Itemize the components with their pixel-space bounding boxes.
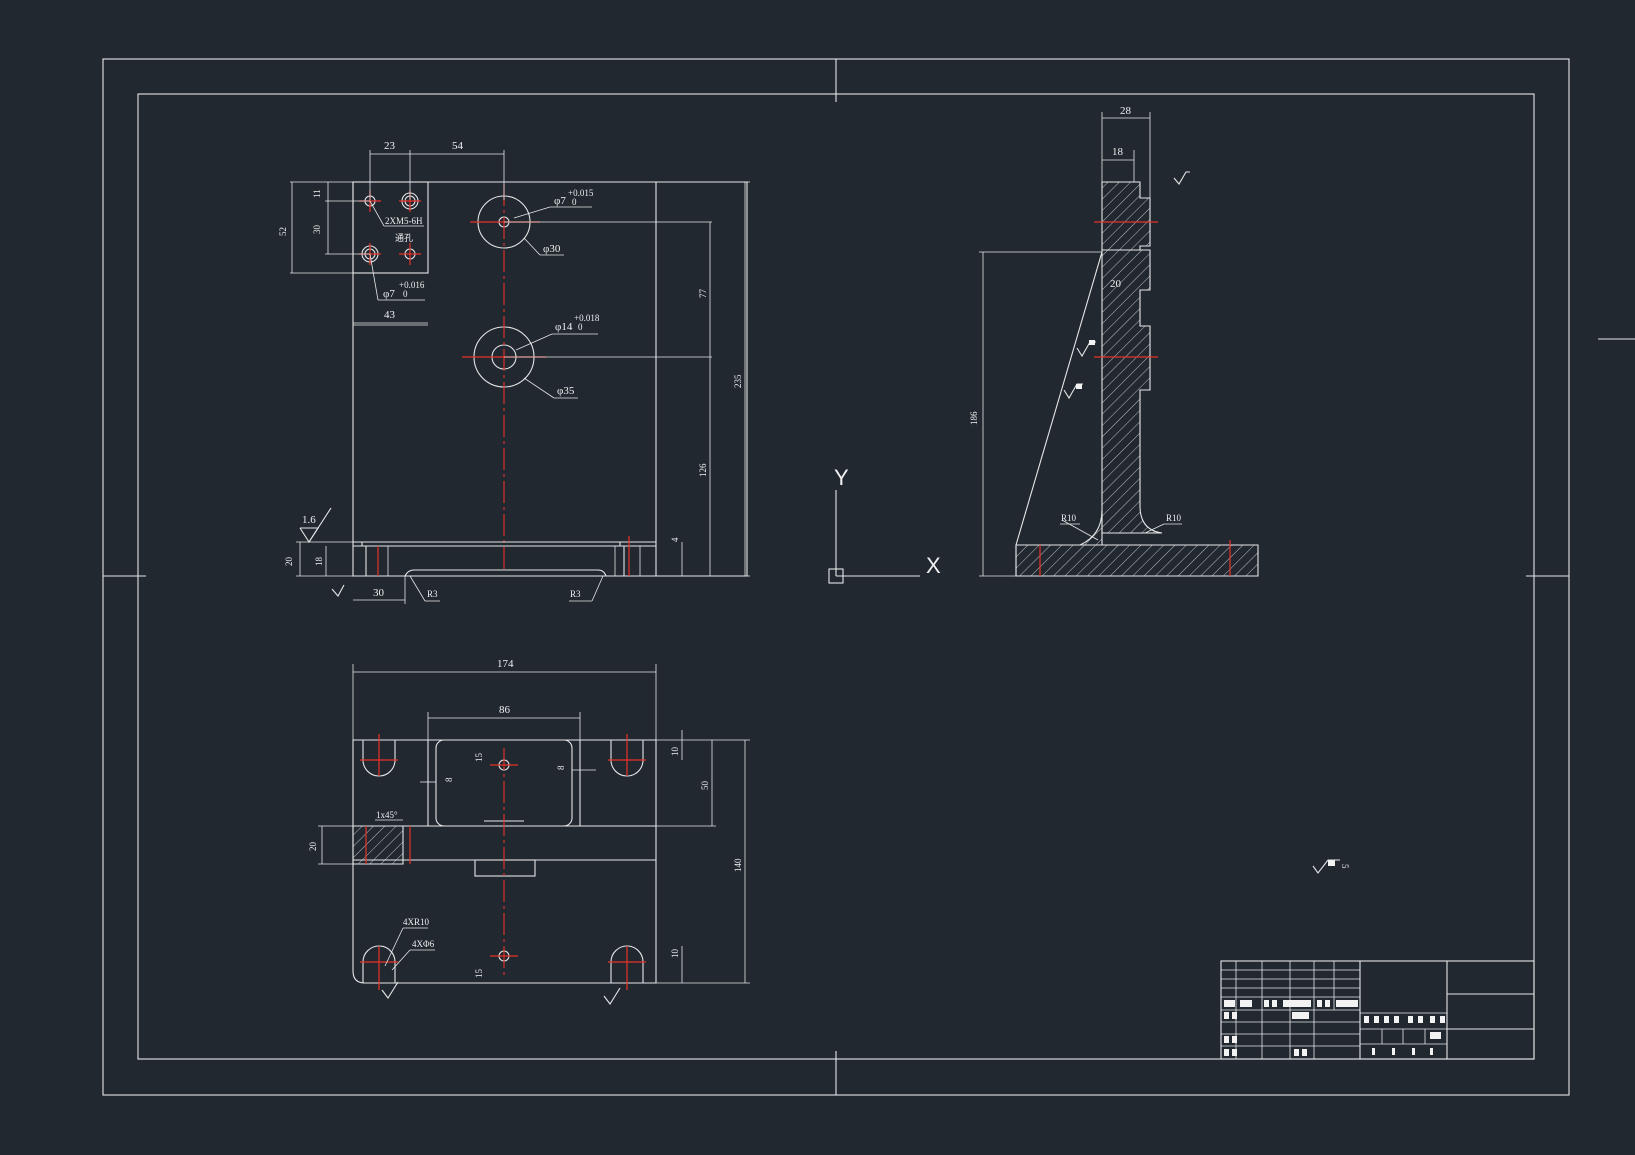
hole-large-tol: +0.018 [574,313,600,323]
title-block[interactable] [1220,960,1535,1060]
top-dim-15-upper: 15 [474,753,484,763]
top-dim-10-upper: 10 [670,747,680,757]
radius-b-label: R3 [570,589,581,599]
hole-note: 4XΦ6 [412,939,435,949]
top-dim-8-right: 8 [556,765,566,770]
drawing-frame [102,58,1635,1096]
top-dim-8-left: 8 [444,777,454,782]
top-dim-20: 20 [308,842,318,852]
top-view[interactable]: 174 86 15 8 8 10 50 20 140 10 15 1x45° 4… [308,658,750,1005]
radius-a-label: R3 [427,589,438,599]
dim-20: 20 [284,557,294,567]
roughness-1-6: 1.6 [302,514,316,526]
general-roughness-symbol: 5 [1312,859,1350,874]
top-dim-50: 50 [700,781,710,791]
top-dim-86: 86 [499,704,511,716]
top-dim-15-lower: 15 [474,969,484,979]
circle-35-label: φ35 [557,385,575,397]
dim-52: 52 [278,227,288,236]
hole-small2-label: φ7 [383,288,395,300]
dim-54: 54 [452,140,464,152]
top-dim-140: 140 [733,858,743,872]
front-view[interactable]: 23 54 11 30 52 43 2XM5-6H 通孔 φ7 +0.016 0… [278,140,750,604]
hole-small-tol: +0.015 [568,188,594,198]
dim-11: 11 [312,189,322,198]
hole-small2-tol: +0.016 [399,280,425,290]
general-roughness-value: 5 [1340,864,1350,869]
side-dim-186: 186 [969,411,979,425]
dim-4: 4 [670,537,680,542]
ucs-x-label: X [926,553,941,578]
top-dim-174: 174 [497,658,514,670]
hole-large-label: φ14 [555,321,573,333]
hole-large-tol-low: 0 [578,322,583,332]
dim-30-bottom: 30 [373,587,385,599]
dim-30: 30 [312,225,322,235]
through-note: 通孔 [395,233,413,243]
side-view[interactable]: 28 18 20 186 R10 R10 [969,105,1259,577]
top-dim-10-lower: 10 [670,949,680,959]
side-dim-18: 18 [1112,146,1124,158]
dim-43: 43 [384,309,396,321]
dim-23: 23 [384,140,396,152]
dim-18: 18 [314,557,324,567]
radius-note: 4XR10 [403,917,430,927]
dim-126: 126 [698,463,708,477]
chamfer-label: 1x45° [376,810,398,820]
ucs-y-label: Y [834,465,849,490]
ucs-icon: Y X [828,465,941,584]
side-dim-20: 20 [1110,278,1122,290]
hole-small2-tol-low: 0 [403,289,408,299]
dim-77: 77 [698,289,708,299]
side-dim-28: 28 [1120,105,1132,117]
circle-30-label: φ30 [543,243,561,255]
hole-small-tol-low: 0 [572,197,577,207]
radius-left-label: R10 [1061,513,1077,523]
radius-right-label: R10 [1166,513,1182,523]
bolt-note: 2XM5-6H [385,216,423,226]
dim-235: 235 [733,374,743,388]
hole-small-label: φ7 [554,195,566,207]
